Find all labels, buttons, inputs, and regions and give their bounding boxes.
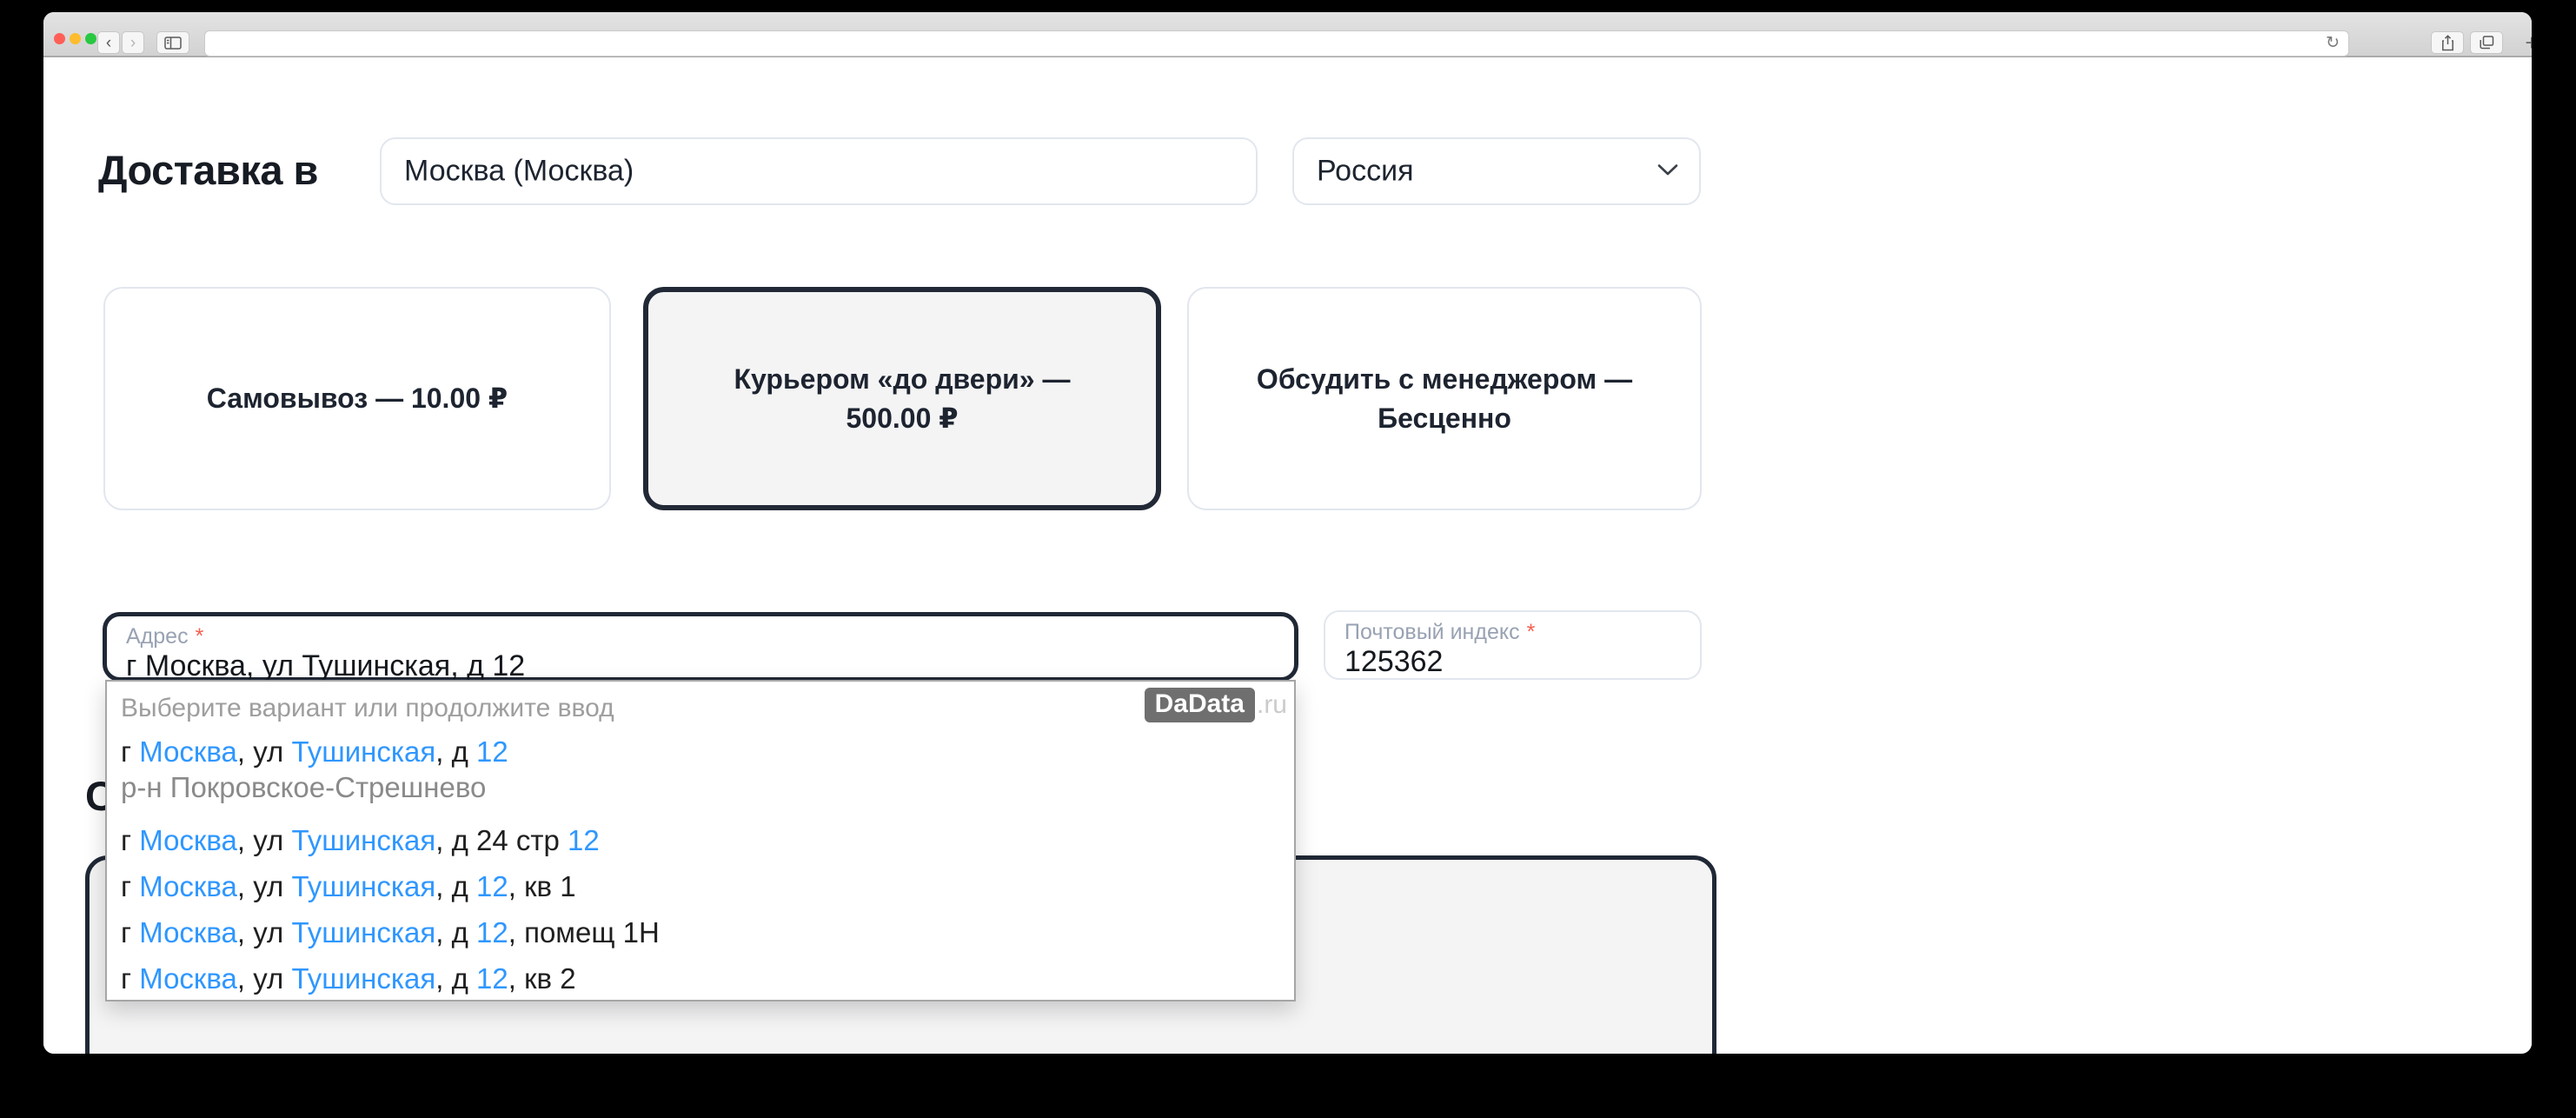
close-window-button[interactable] <box>54 33 65 44</box>
browser-toolbar: ‹ › ↻ <box>43 12 2532 57</box>
postal-code-input[interactable]: Почтовый индекс* 125362 <box>1324 610 1702 680</box>
back-icon: ‹ <box>105 33 112 52</box>
sidebar-toggle-button[interactable] <box>156 31 189 54</box>
share-icon <box>2441 34 2454 51</box>
suggestion-item[interactable]: г Москва, ул Тушинская, д 12 <box>121 735 508 768</box>
minimize-window-button[interactable] <box>70 33 81 44</box>
browser-window: ‹ › ↻ <box>43 12 2532 1054</box>
postal-label: Почтовый индекс <box>1344 620 1520 644</box>
sidebar-icon <box>164 36 182 50</box>
suggestion-item[interactable]: г Москва, ул Тушинская, д 12, кв 2 <box>121 962 576 995</box>
country-select[interactable]: Россия <box>1292 137 1701 205</box>
tab-overview-button[interactable] <box>2470 31 2503 54</box>
zoom-window-button[interactable] <box>85 33 96 44</box>
suggestion-item[interactable]: г Москва, ул Тушинская, д 12, помещ 1Н <box>121 916 660 948</box>
postal-value: 125362 <box>1344 645 1444 678</box>
address-value: г Москва, ул Тушинская, д 12 <box>126 649 526 682</box>
shipping-option-label: Обсудить с менеджером — Бесценно <box>1256 363 1633 434</box>
page-title: Доставка в <box>98 147 318 193</box>
url-bar[interactable]: ↻ <box>204 30 2349 57</box>
new-tab-button[interactable]: + <box>2519 31 2532 56</box>
shipping-option-label: Самовывоз — 10.00 ₽ <box>206 383 508 415</box>
shipping-option-pickup[interactable]: Самовывоз — 10.00 ₽ <box>103 287 611 510</box>
dadata-logo: DaData <box>1144 688 1255 722</box>
tabs-icon <box>2479 36 2494 50</box>
reload-icon[interactable]: ↻ <box>2326 34 2340 52</box>
suggestions-hint: Выберите вариант или продолжите ввод <box>121 694 614 722</box>
dadata-logo-suffix: .ru <box>1256 690 1287 719</box>
suggestion-item[interactable]: г Москва, ул Тушинская, д 24 стр 12 <box>121 824 600 856</box>
country-select-value: Россия <box>1317 154 1414 188</box>
city-input-value: Москва (Москва) <box>404 154 634 188</box>
dadata-brand-link[interactable]: DaData .ru <box>1144 688 1287 722</box>
required-asterisk: * <box>195 624 204 649</box>
address-suggestions-dropdown: Выберите вариант или продолжите ввод DaD… <box>105 680 1296 1002</box>
shipping-option-manager[interactable]: Обсудить с менеджером — Бесценно <box>1187 287 1702 510</box>
city-input[interactable]: Москва (Москва) <box>380 137 1258 205</box>
back-button[interactable]: ‹ <box>97 31 120 54</box>
suggestion-item[interactable]: г Москва, ул Тушинская, д 12, кв 1 <box>121 870 576 902</box>
chevron-down-icon <box>1657 163 1678 181</box>
suggestion-item-secondary: р-н Покровское-Стрешнево <box>121 771 487 803</box>
page-content: Доставка в Москва (Москва) Россия Самовы… <box>43 59 2532 1054</box>
forward-button[interactable]: › <box>122 31 144 54</box>
shipping-option-label: Курьером «до двери» — 500.00 ₽ <box>734 363 1071 434</box>
address-input[interactable]: Адрес* г Москва, ул Тушинская, д 12 <box>103 612 1298 682</box>
shipping-option-courier[interactable]: Курьером «до двери» — 500.00 ₽ <box>643 287 1161 510</box>
address-label: Адрес <box>126 624 189 649</box>
forward-icon: › <box>129 33 136 52</box>
required-asterisk: * <box>1526 620 1536 644</box>
share-button[interactable] <box>2431 31 2464 54</box>
